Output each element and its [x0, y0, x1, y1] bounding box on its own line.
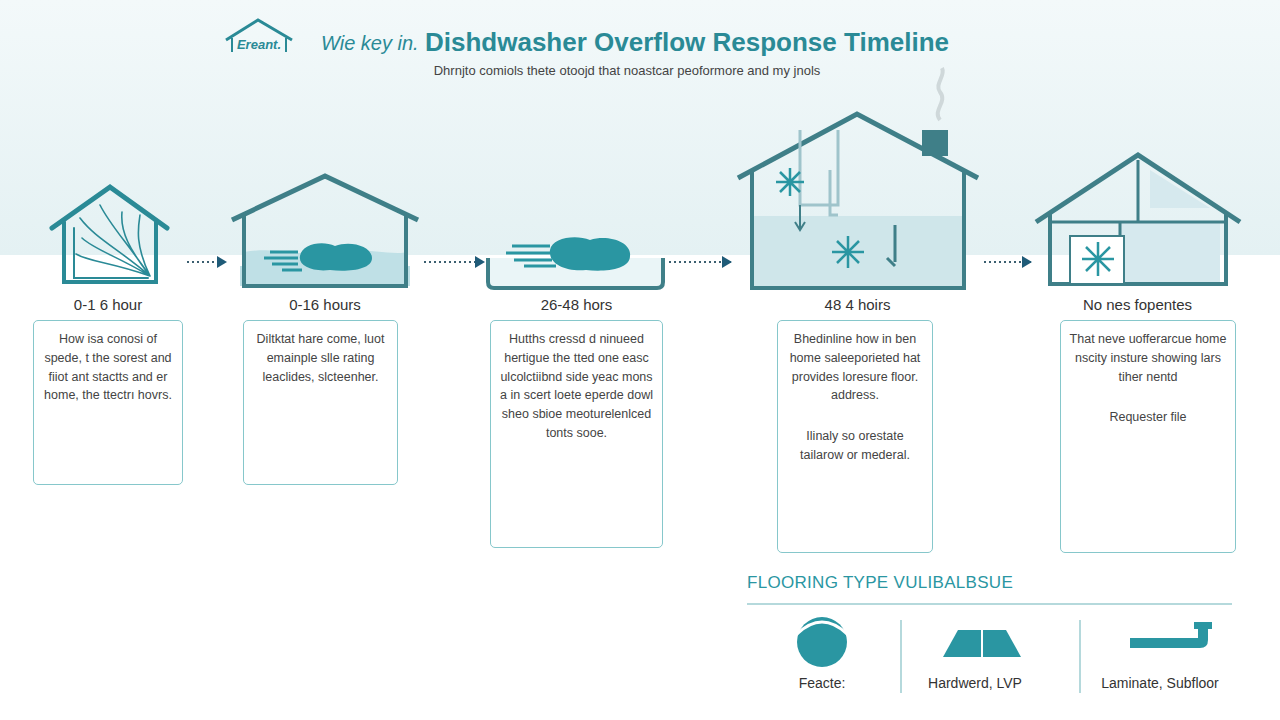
divider [900, 620, 902, 693]
plank-icon [943, 630, 1021, 657]
legend-label: Hardwerd, LVP [928, 675, 1022, 691]
box-text: Ilinaly so orestate tailarow or mederal. [785, 427, 925, 465]
box-text: That neve uofferarcue home nscity instur… [1068, 330, 1228, 386]
house-icon [232, 176, 418, 286]
house-icon [52, 187, 167, 282]
timeline-stage: No nes fopentesThat neve uofferarcue hom… [1035, 150, 1240, 553]
box-text: Bhedinline how in ben home saleeporieted… [785, 330, 925, 405]
timeline-stage: 48 4 hoirsBhedinline how in ben home sal… [735, 150, 980, 553]
time-label: No nes fopentes [1035, 296, 1240, 313]
diagram-title: Dishdwasher Overflow Response Timeline [425, 27, 949, 58]
text-box: Diltktat hare come, luot emainple slle r… [243, 320, 398, 485]
timeline-arrow [187, 261, 226, 263]
subtitle: Dhrnjto comiols thete otoojd that noastc… [434, 63, 821, 78]
text-box: How isa conosi of spede, t the sorest an… [33, 320, 183, 485]
timeline-arrow [424, 261, 484, 263]
box-text: How isa conosi of spede, t the sorest an… [41, 330, 175, 405]
overflow-tray [488, 237, 663, 288]
legend-label: Feacte: [799, 675, 846, 691]
time-label: 48 4 hoirs [735, 296, 980, 313]
timeline-arrow [669, 261, 731, 263]
time-label: 0-1 6 hour [33, 296, 183, 313]
time-label: 26-48 hors [488, 296, 665, 313]
logo-walls [232, 38, 286, 52]
subfloor-pipe-icon [1130, 622, 1212, 648]
text-box: Hutths cressd d ninueed hertigue the tte… [490, 320, 663, 548]
divider [1079, 620, 1081, 693]
section-rule [747, 603, 1232, 605]
tile-icon [797, 617, 847, 667]
house-icon [738, 68, 978, 288]
timeline-arrow [984, 261, 1031, 263]
tagline: Wie key in. [321, 32, 419, 55]
text-box: Bhedinline how in ben home saleeporieted… [777, 320, 933, 553]
box-text: Hutths cressd d ninueed hertigue the tte… [498, 330, 655, 443]
timeline-stage: 26-48 horsHutths cressd d ninueed hertig… [488, 150, 665, 548]
legend-label: Laminate, Subfloor [1101, 675, 1219, 691]
box-text: Diltktat hare come, luot emainple slle r… [251, 330, 390, 386]
text-box: That neve uofferarcue home nscity instur… [1060, 320, 1236, 553]
timeline-stage: 0-1 6 hourHow isa conosi of spede, t the… [33, 150, 183, 485]
time-label: 0-16 hours [230, 296, 420, 313]
logo-text: Ereant. [237, 37, 281, 52]
house-icon [1036, 155, 1240, 284]
timeline-stage: 0-16 hoursDiltktat hare come, luot emain… [230, 150, 420, 485]
box-text: Requester file [1068, 408, 1228, 427]
section-heading: FLOORING TYPE VULIBALBSUE [747, 573, 1013, 593]
